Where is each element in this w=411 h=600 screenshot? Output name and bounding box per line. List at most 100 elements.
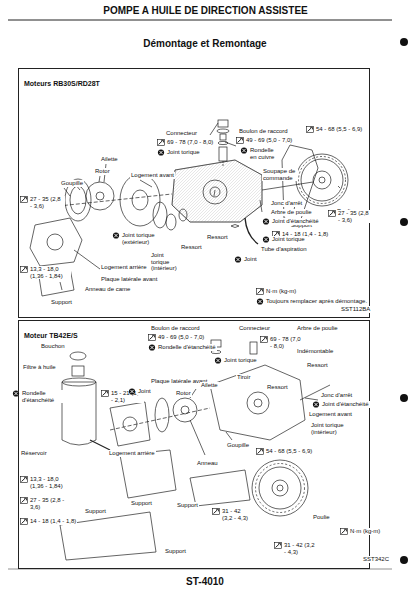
torque-symbol [212,508,220,515]
part-label-text: SST112BA [340,306,371,313]
heading-label-text: ST-4010 [185,576,225,587]
part-label: Ressort [266,384,289,391]
replace-symbol [262,236,270,243]
torque-symbol [306,126,314,133]
torque-symbol [20,196,28,203]
part-label: Goupille [60,180,84,187]
part-label-text: 69 - 78 (7,0 - 8,0) [166,139,214,146]
part-label: Support [176,502,199,509]
part-label-text: Connecteur [238,325,271,332]
part-label-text: 14 - 18 (1,4 - 1,8) [29,518,77,525]
part-label-text: Boulon de raccord [238,128,289,135]
part-label-text: Logement arrière [100,264,148,271]
part-label-text: Rondelle en cuivre [249,147,281,160]
replace-symbol [256,298,264,305]
part-label: 31 - 42 (3,2 - 4,3) [212,508,253,521]
part-label-text: Goupille [60,180,84,187]
part-label-text: Jonc d'arrêt [320,392,353,399]
part-label-text: 27 - 35 (2,8 - 3,6) [337,210,371,223]
part-label-text: Réservoir [20,450,48,457]
part-label: Support [50,299,73,306]
legend-entry-text: Toujours remplacer après démontage. [265,298,368,305]
replace-symbol [214,357,222,364]
part-label-text: 49 - 69 (5,0 - 7,0) [157,334,205,341]
part-label: Arbre de poulie [296,325,339,332]
torque-symbol [101,390,109,397]
legend-entry: N·m (kg-m) [340,528,381,535]
torque-symbol [236,137,244,144]
part-label-text: 13,3 - 18,0 (1,36 - 1,84) [29,266,71,279]
part-label: Anneau [196,460,219,467]
replace-symbol [148,344,156,351]
torque-symbol [157,139,165,146]
part-label-text: Anneau de came [84,286,131,293]
part-label-text: Joint torique (intérieur) [150,252,184,272]
part-label: 27 - 35 (2,8 - 3,6) [328,210,371,223]
replace-symbol [240,147,248,154]
part-label-text: Filtre à huile [22,364,57,371]
replace-symbol [112,232,120,239]
part-label: 54 - 68 (5,5 - 6,9) [306,126,363,133]
part-label-text: Joint d'étanchéité [271,218,320,225]
torque-symbol [20,266,28,273]
legend-entry: N·m (kg-m) [256,288,297,295]
part-label: Rondelle d'étanchéité [12,390,67,403]
part-label: Support [84,508,107,515]
part-label-text: Rotor [94,168,111,175]
part-label-text: 49 - 69 (5,0 - 7,0) [245,137,293,144]
part-label-text: Ressort [266,384,289,391]
part-label: 49 - 69 (5,0 - 7,0) [236,137,293,144]
part-label-text: Rondelle d'étanchéité [157,344,217,351]
part-label: Ailette [100,156,119,163]
legend-entry-text: N·m (kg-m) [349,528,381,535]
torque-symbol [260,336,268,343]
part-label-text: Tiroir [236,374,251,381]
part-label: Joint [128,388,152,395]
part-label-text: Poulie [312,514,331,521]
replace-symbol [12,390,20,397]
legend-entry-text: N·m (kg-m) [265,288,297,295]
part-label-text: Jonc d'arrêt [270,200,303,207]
part-label: Joint d'étanchéité [262,218,320,225]
torque-symbol [20,476,28,483]
heading-label: ST-4010 [185,576,225,587]
part-label: 54 - 68 (5,5 - 6,9) [256,448,313,455]
part-label-text: SST342C [362,556,390,563]
heading-label: Démontage et Remontage [142,38,267,49]
part-label: Rondelle en cuivre [240,147,281,160]
part-label-text: 54 - 68 (5,5 - 6,9) [265,448,313,455]
part-label: Logement arrière [100,264,148,271]
part-label-text: Joint torique (extérieur) [121,232,159,245]
part-label: SST342C [362,556,390,563]
part-label: Jonc d'arrêt [270,200,303,207]
part-label: Boulon de raccord [150,325,201,332]
part-label-text: Joint torique [223,357,258,364]
part-label-text: 31 - 42 (3,2 - 4,3) [221,508,253,521]
part-label: Support [164,548,187,555]
panel-heading: Moteur TB42E/S [24,332,78,339]
replace-symbol [262,218,270,225]
part-label-text: 27 - 35 (2,8 - 3,6) [29,497,71,510]
part-label-text: Joint [137,388,152,395]
part-label: Réservoir [20,450,48,457]
torque-symbol [274,542,282,549]
figure-panel: Moteurs RB30S/RD28T [18,68,370,318]
part-label: 31 - 42 (3,2 - 4,3) [274,542,319,555]
part-label: Connecteur [238,325,271,332]
part-label-text: Rondelle d'étanchéité [21,390,67,403]
part-label-text: Bouchon [40,343,66,350]
part-label-text: Support [176,502,199,509]
part-label-text: Rotor [175,390,192,397]
part-label: SST112BA [340,306,371,313]
page-title: POMPE A HUILE DE DIRECTION ASSISTEE [0,5,411,16]
part-label-text: Goupille [226,442,250,449]
part-label: 27 - 35 (2,8 - 3,6) [20,497,71,510]
part-label: Bouchon [40,343,66,350]
part-label: Goupille [226,442,250,449]
part-label: Tiroir [236,374,251,381]
torque-symbol [256,448,264,455]
part-label: Rondelle d'étanchéité [148,344,217,351]
part-label: 13,3 - 18,0 (1,36 - 1,84) [20,266,71,279]
part-label: Anneau de came [84,286,131,293]
part-label: Support [130,500,153,507]
